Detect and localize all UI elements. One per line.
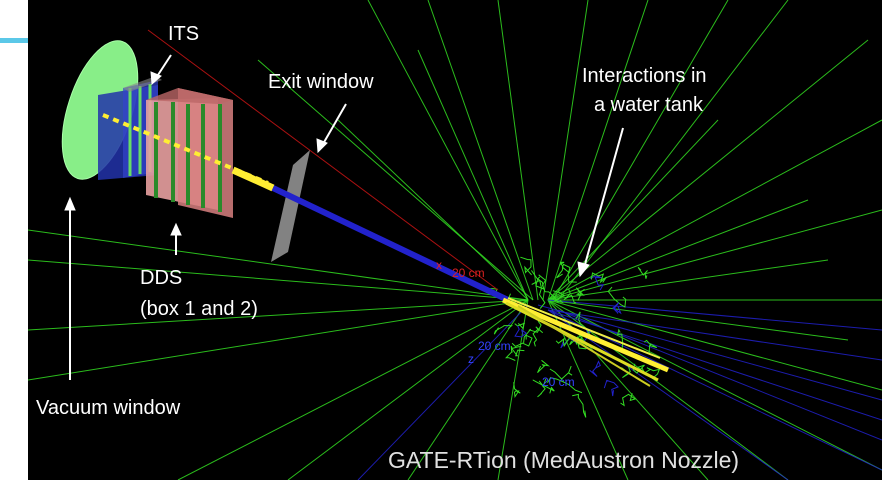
interaction-scatter-track bbox=[637, 266, 648, 279]
interaction-scatter-track bbox=[575, 287, 585, 301]
interaction-scatter-track bbox=[493, 325, 513, 335]
interaction-scatter-track bbox=[511, 334, 533, 347]
its-label: ITS bbox=[168, 23, 200, 45]
particle-track bbox=[427, 0, 534, 301]
interaction-scatter-track bbox=[547, 377, 583, 394]
interaction-scatter-track bbox=[620, 393, 637, 407]
particle-track bbox=[547, 259, 829, 301]
beam-in-nozzle bbox=[102, 113, 275, 192]
particle-track bbox=[497, 299, 529, 480]
annotation-arrows bbox=[64, 54, 624, 380]
interaction-scatter-track bbox=[532, 326, 544, 347]
interaction-scatter-track bbox=[589, 360, 601, 377]
particle-track bbox=[497, 0, 539, 301]
interaction-scatter-track bbox=[514, 322, 525, 330]
y-axis-distance: 20 cm bbox=[478, 339, 511, 353]
interaction-scatter-track bbox=[572, 393, 587, 418]
footer-title: GATE-RTion (MedAustron Nozzle) bbox=[388, 447, 740, 473]
interaction-scatter-track bbox=[520, 256, 532, 276]
interaction-scatter-track bbox=[589, 275, 604, 291]
vacuum-window-label: Vacuum window bbox=[36, 397, 181, 419]
interaction-scatter-track bbox=[642, 367, 661, 380]
slide-accent-bar bbox=[0, 38, 28, 43]
interaction-scatter-track bbox=[523, 320, 542, 343]
particle-track bbox=[177, 299, 529, 480]
particle-track bbox=[28, 299, 529, 331]
particle-track bbox=[367, 0, 529, 301]
particle-track bbox=[28, 229, 529, 301]
particle-track bbox=[547, 39, 869, 301]
interaction-scatter-track bbox=[513, 382, 521, 399]
particle-track bbox=[357, 304, 529, 480]
interaction-scatter-track bbox=[643, 339, 658, 354]
particle-track bbox=[547, 119, 719, 301]
particle-track bbox=[28, 299, 529, 381]
z-axis-letter: z bbox=[468, 352, 474, 366]
particle-track bbox=[28, 259, 529, 301]
interaction-scatter-track bbox=[590, 272, 607, 284]
vacuum-window-arrowhead bbox=[64, 196, 76, 211]
interaction-scatter-track bbox=[530, 270, 545, 290]
dds-label-line2: (box 1 and 2) bbox=[140, 298, 258, 320]
particle-track bbox=[547, 119, 882, 301]
interaction-scatter-track bbox=[505, 345, 516, 361]
particle-track bbox=[547, 209, 882, 301]
interactions-label-line2: a water tank bbox=[594, 94, 703, 116]
exit-window-arrow bbox=[322, 103, 347, 145]
particle-track bbox=[542, 0, 589, 301]
interactions-arrow bbox=[583, 127, 624, 269]
particle-track bbox=[557, 309, 882, 441]
interaction-scatter-track bbox=[532, 379, 555, 394]
particle-track bbox=[547, 199, 809, 301]
beam-line bbox=[271, 185, 510, 303]
dds-label-line1: DDS bbox=[140, 267, 183, 289]
interaction-scatter-track bbox=[549, 365, 573, 380]
interaction-scatter-track bbox=[537, 359, 551, 374]
dds-box bbox=[146, 88, 233, 218]
secondary-tracks bbox=[28, 0, 882, 480]
geometry-scene bbox=[28, 0, 882, 480]
interaction-scatter-track bbox=[561, 263, 577, 283]
its-arrow bbox=[155, 54, 172, 79]
particle-track bbox=[547, 299, 849, 341]
particle-track bbox=[547, 299, 882, 331]
its-arrowhead bbox=[150, 71, 162, 86]
exit-window-arrowhead bbox=[316, 138, 328, 154]
interaction-scatter-track bbox=[563, 289, 576, 304]
simulation-viewport: ITS Exit window Interactions in a water … bbox=[28, 0, 882, 480]
x-axis-distance: 20 cm bbox=[452, 266, 485, 280]
interactions-label-line1: Interactions in bbox=[582, 65, 707, 87]
exit-window-shape bbox=[271, 150, 310, 262]
particle-track bbox=[557, 0, 789, 301]
particle-track bbox=[257, 59, 534, 301]
interactions-arrowhead bbox=[577, 261, 590, 278]
particle-track bbox=[547, 0, 649, 301]
particle-track bbox=[552, 0, 729, 301]
particle-track bbox=[287, 299, 529, 480]
interaction-scatter-track bbox=[514, 325, 528, 338]
interaction-scatter-track bbox=[552, 290, 566, 304]
particle-track bbox=[417, 49, 529, 301]
particle-track bbox=[547, 299, 882, 391]
x-axis-line bbox=[147, 29, 499, 291]
particle-track bbox=[407, 299, 529, 480]
dds-arrowhead bbox=[170, 222, 182, 236]
interaction-scatter-track bbox=[538, 274, 559, 303]
z-axis-distance: 20 cm bbox=[542, 375, 575, 389]
particle-track bbox=[537, 304, 882, 401]
particle-track bbox=[547, 309, 882, 361]
interaction-scatter-track bbox=[510, 346, 525, 357]
beam-shower bbox=[502, 297, 669, 387]
x-axis-letter: x bbox=[436, 258, 442, 272]
exit-window-label: Exit window bbox=[268, 71, 374, 93]
interaction-scatter-track bbox=[607, 286, 627, 308]
particle-track bbox=[337, 119, 529, 301]
interaction-scatter-track bbox=[603, 379, 619, 397]
interaction-scatter-track bbox=[537, 378, 547, 398]
interaction-scatter-track bbox=[612, 302, 622, 315]
